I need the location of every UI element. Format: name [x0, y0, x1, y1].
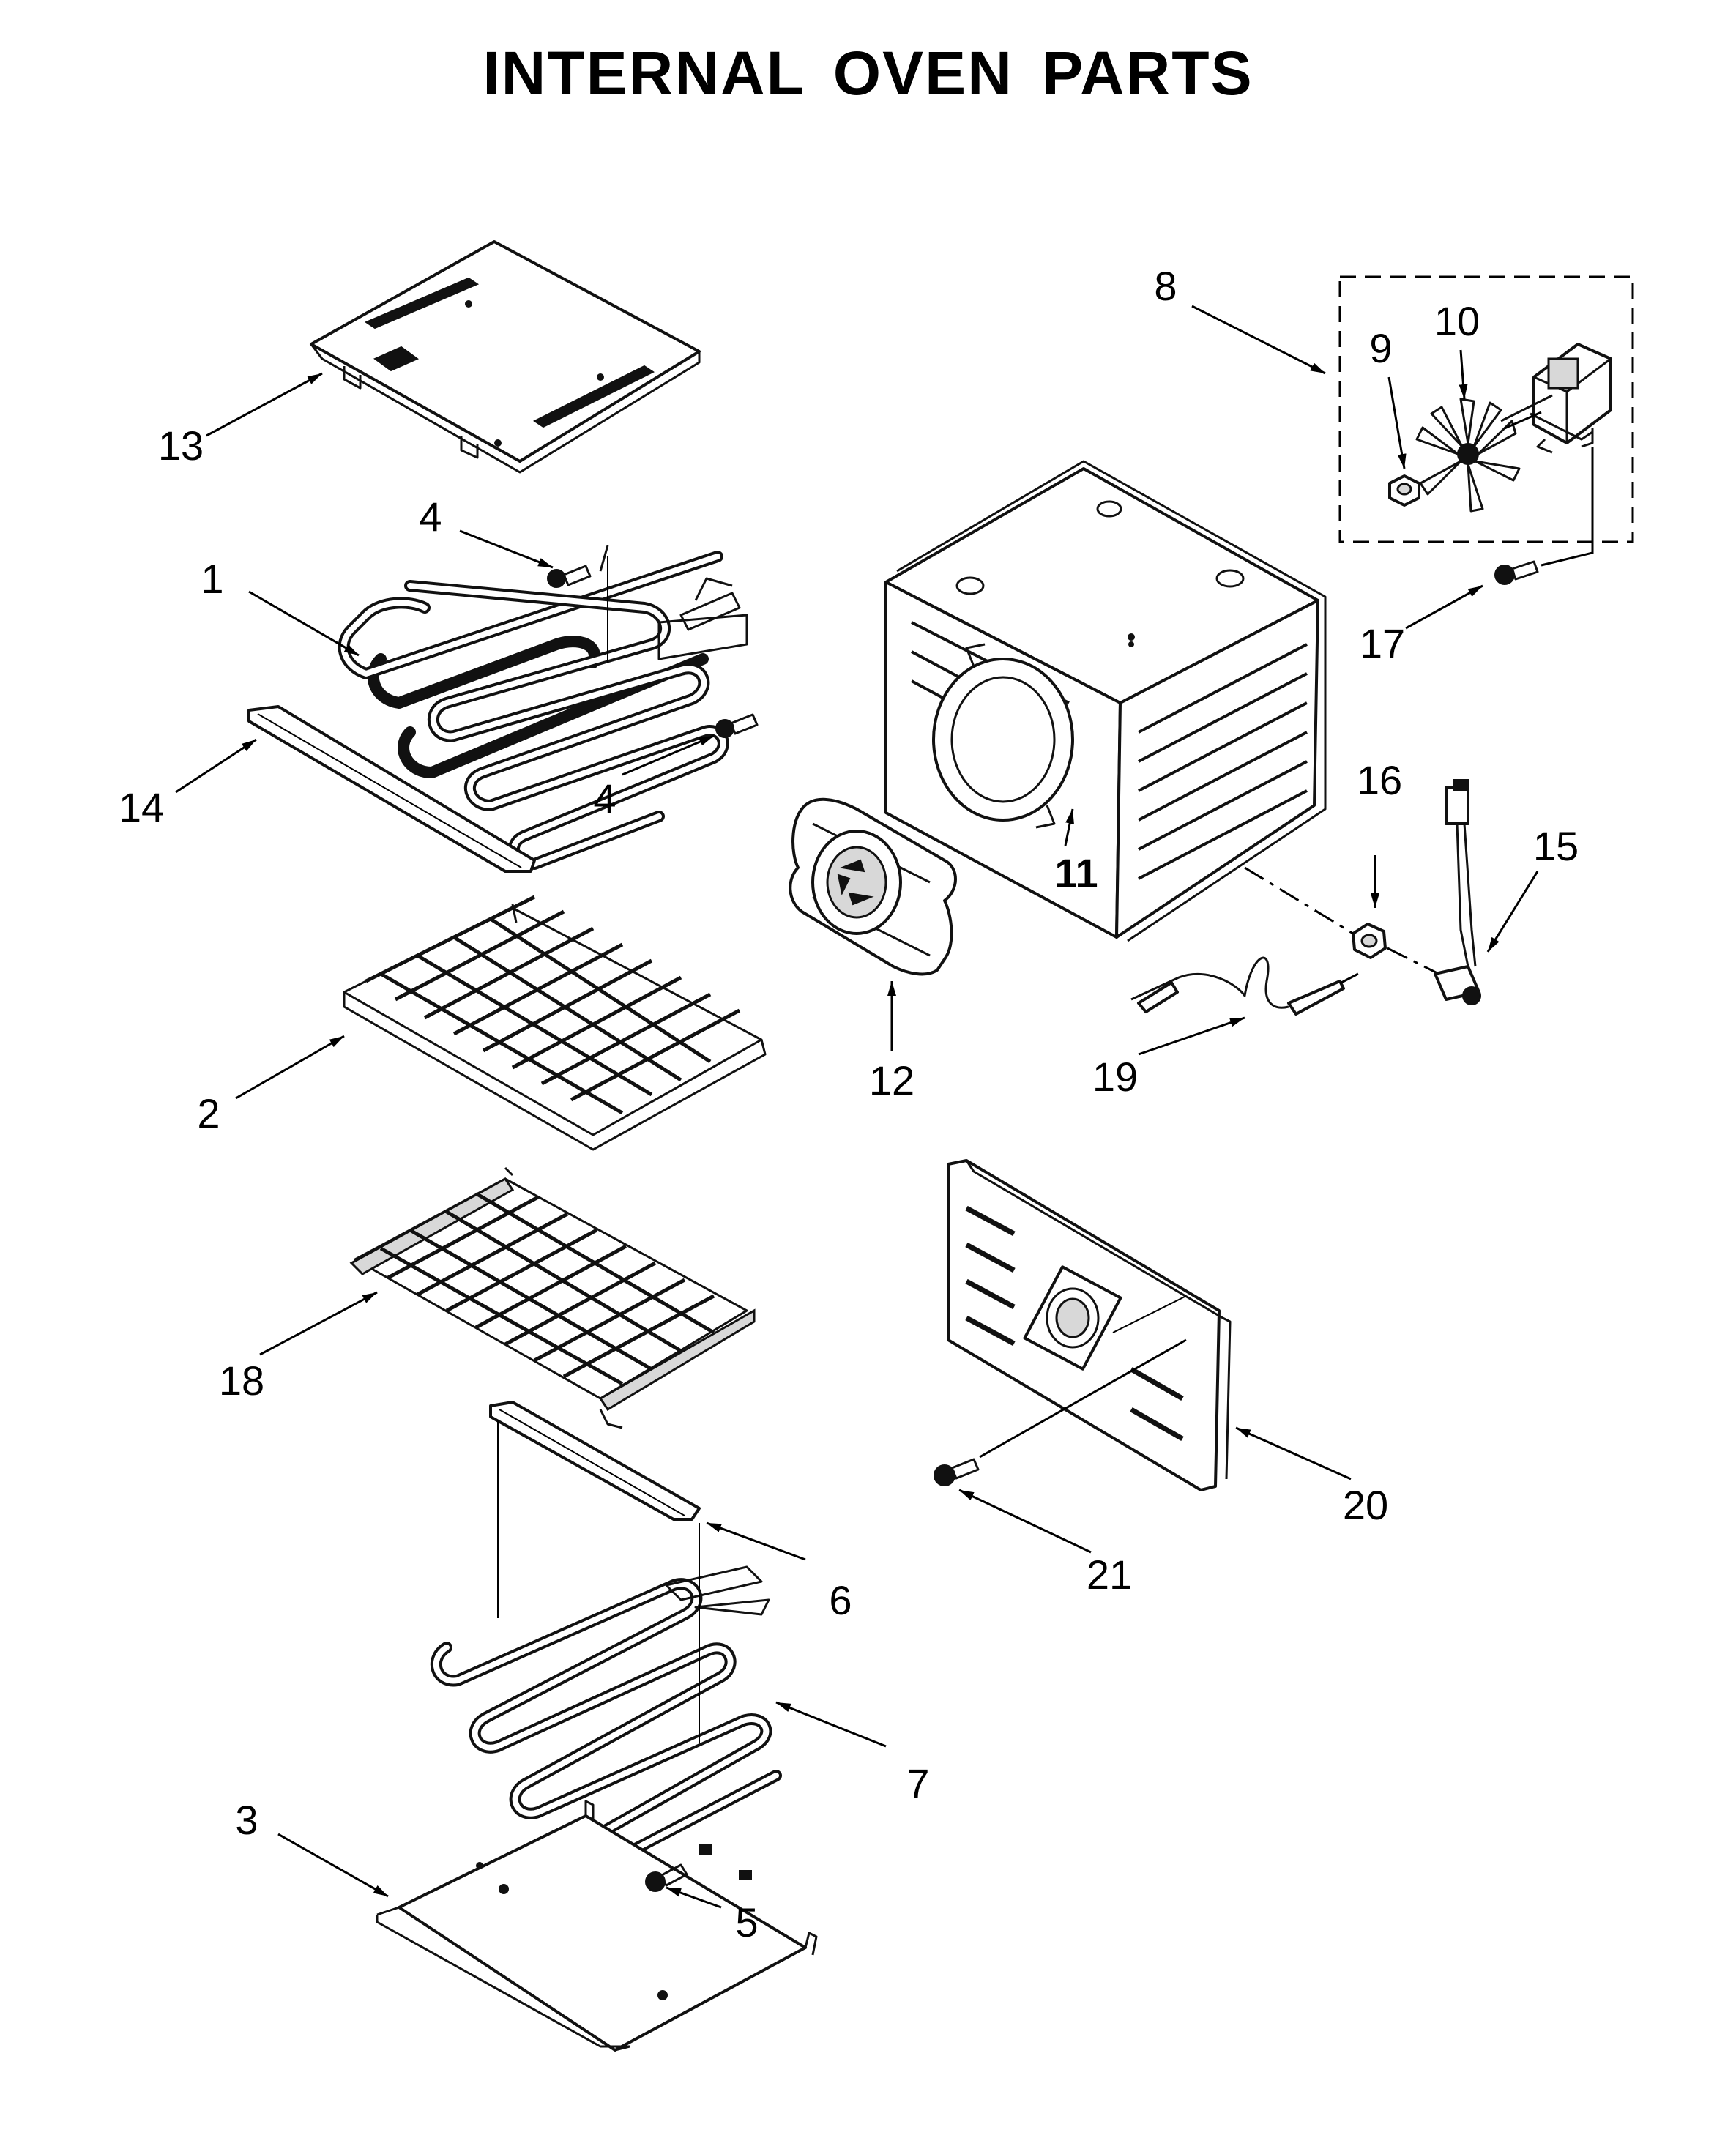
part-15-sensor-harness[interactable]: [1434, 779, 1481, 1005]
leader-19: [1138, 1016, 1245, 1056]
callout-1: 1: [201, 556, 223, 602]
part-4-screw-upper[interactable]: [547, 565, 592, 588]
callout-21: 21: [1087, 1552, 1132, 1598]
callout-2: 2: [197, 1090, 220, 1136]
leader-5: [666, 1886, 722, 1909]
leader-4a: [459, 529, 554, 569]
leader-15: [1486, 871, 1539, 953]
part-17-screw[interactable]: [1494, 447, 1594, 585]
leader-17: [1405, 584, 1483, 630]
part-21-screw[interactable]: [934, 1338, 1187, 1486]
part-4-screw-lower[interactable]: [715, 713, 759, 738]
part-12-fan-cover[interactable]: [789, 797, 957, 976]
leader-lines: [175, 305, 1539, 1909]
leader-18: [259, 1291, 378, 1356]
part-7-bake-element[interactable]: [430, 1420, 782, 1876]
callout-6: 6: [829, 1577, 852, 1623]
part-2-oven-rack[interactable]: [343, 895, 767, 1151]
fan-motor[interactable]: [1500, 343, 1612, 454]
callout-3: 3: [235, 1797, 258, 1843]
callout-16: 16: [1357, 757, 1402, 803]
callout-18: 18: [219, 1357, 264, 1404]
leader-8: [1191, 305, 1326, 375]
callout-4-lower: 4: [593, 775, 616, 822]
leader-4b: [622, 734, 715, 776]
leader-9: [1387, 376, 1407, 469]
leader-2: [235, 1035, 345, 1100]
part-13-top-panel[interactable]: [310, 240, 701, 474]
diagram-title: INTERNAL OVEN PARTS: [483, 39, 1253, 108]
part-1-broil-element[interactable]: [338, 545, 748, 870]
callout-8: 8: [1154, 263, 1177, 309]
callout-13: 13: [158, 422, 204, 469]
part-8-kit-frame[interactable]: [1338, 275, 1634, 543]
leader-11: [1064, 808, 1074, 846]
leader-14: [175, 738, 257, 794]
callout-19: 19: [1092, 1054, 1138, 1100]
callout-20: 20: [1343, 1482, 1388, 1528]
part-3-bottom-panel[interactable]: [376, 1800, 818, 2052]
leader-21: [958, 1489, 1092, 1554]
part-19-probe[interactable]: [1130, 956, 1359, 1016]
part-14-trim-strip[interactable]: [247, 705, 536, 873]
leader-6: [706, 1521, 806, 1561]
leader-13: [206, 372, 323, 437]
callout-15: 15: [1533, 823, 1579, 869]
part-6-lower-trim[interactable]: [489, 1401, 701, 1521]
part-10-fan-blade[interactable]: [1415, 398, 1521, 513]
callout-5: 5: [735, 1899, 758, 1945]
part-18-rollout-rack[interactable]: [349, 1166, 756, 1429]
leader-7: [775, 1701, 887, 1748]
part-16-nut[interactable]: [1244, 866, 1447, 979]
part-20-rear-panel[interactable]: [947, 1159, 1232, 1491]
leader-10: [1459, 349, 1468, 400]
callout-12: 12: [869, 1057, 914, 1103]
callout-7: 7: [906, 1760, 929, 1806]
callout-10: 10: [1434, 298, 1480, 344]
part-11-fan-ring[interactable]: [932, 643, 1074, 829]
leader-20: [1235, 1426, 1352, 1480]
leader-3: [277, 1833, 389, 1898]
callout-4-upper: 4: [419, 493, 442, 540]
part-9-nut[interactable]: [1388, 474, 1420, 507]
callout-17: 17: [1360, 620, 1405, 666]
callout-14: 14: [119, 784, 164, 830]
callout-9: 9: [1369, 325, 1392, 371]
leader-1: [248, 590, 360, 657]
callout-labels: 8 9 10 17 13 4 1 4 14 11 12 16 15 19 2 1…: [119, 263, 1579, 1945]
callout-11: 11: [1054, 850, 1098, 896]
part-5-screw[interactable]: [645, 1863, 688, 1892]
